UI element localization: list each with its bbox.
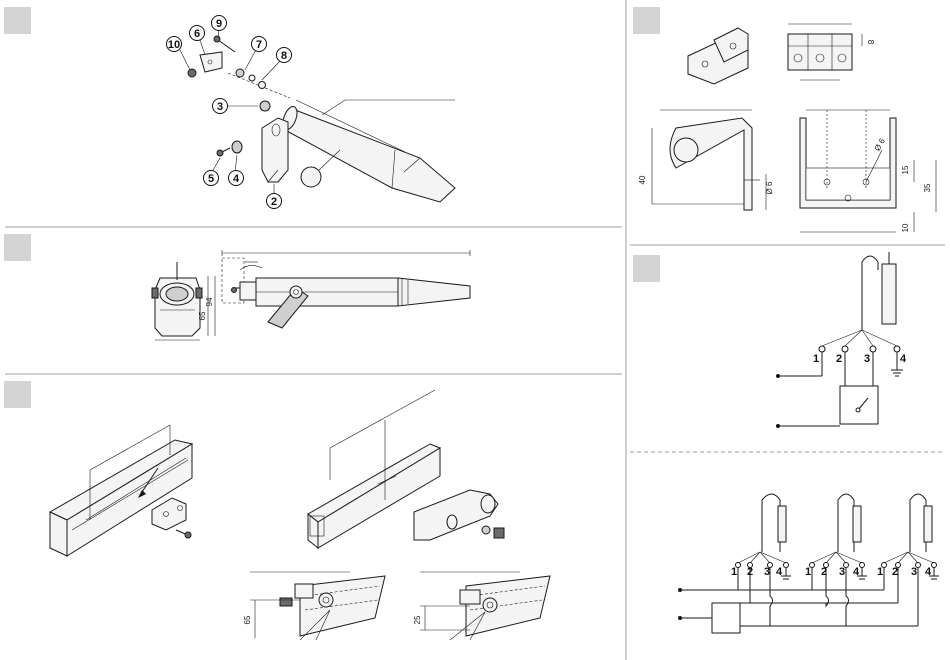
wiring-single <box>776 252 903 428</box>
callout-7: 7 <box>256 39 262 51</box>
dim-8: 8 <box>866 40 875 45</box>
side-view-drawing <box>152 250 470 340</box>
terminal-a4: 4 <box>776 566 783 578</box>
callout-5: 5 <box>208 173 214 185</box>
bracket-top-view <box>788 24 862 80</box>
dim-dia6-a: Ø 6 <box>765 181 774 194</box>
terminal-c3: 3 <box>911 566 917 578</box>
callout-3: 3 <box>217 101 223 113</box>
dim-15: 15 <box>901 165 910 174</box>
panel-marker-3 <box>4 381 31 408</box>
wiring-triple <box>678 494 939 633</box>
callout-4: 4 <box>233 173 240 185</box>
terminal-b2: 2 <box>821 566 827 578</box>
mounting-profile-right <box>308 390 504 548</box>
terminal-b1: 1 <box>805 566 811 578</box>
callout-10: 10 <box>168 39 180 51</box>
terminal-c4: 4 <box>925 566 932 578</box>
terminal-4: 4 <box>900 353 907 365</box>
callout-2: 2 <box>271 196 277 208</box>
bracket-iso <box>688 28 748 84</box>
callout-8: 8 <box>281 50 287 62</box>
mounting-detail-25 <box>420 572 550 640</box>
terminal-2: 2 <box>836 353 842 365</box>
terminal-b3: 3 <box>839 566 845 578</box>
dim-35: 35 <box>923 183 932 192</box>
callout-9: 9 <box>216 18 222 30</box>
dim-dia6-b: Ø 6 <box>873 136 888 152</box>
dim-10: 10 <box>901 223 910 232</box>
dim-65-side: 65 <box>198 311 207 320</box>
terminal-c2: 2 <box>892 566 898 578</box>
dim-25-mount: 25 <box>413 615 422 624</box>
dim-40: 40 <box>638 175 647 184</box>
terminal-a3: 3 <box>764 566 770 578</box>
terminal-3: 3 <box>864 353 870 365</box>
terminal-1: 1 <box>813 353 819 365</box>
panel-marker-4 <box>633 7 660 34</box>
bracket-front-view <box>800 110 936 232</box>
terminal-a2: 2 <box>747 566 753 578</box>
mounting-detail-65 <box>250 572 385 640</box>
terminal-c1: 1 <box>877 566 883 578</box>
dim-94: 94 <box>205 297 214 306</box>
panel-marker-1 <box>4 7 31 34</box>
panel-marker-2 <box>4 234 31 261</box>
panel-marker-5 <box>633 255 660 282</box>
bracket-side-view <box>652 110 766 210</box>
terminal-b4: 4 <box>853 566 860 578</box>
dim-65-mount: 65 <box>243 615 252 624</box>
terminal-a1: 1 <box>731 566 737 578</box>
callout-6: 6 <box>194 28 200 40</box>
mounting-profile-left <box>50 425 192 556</box>
